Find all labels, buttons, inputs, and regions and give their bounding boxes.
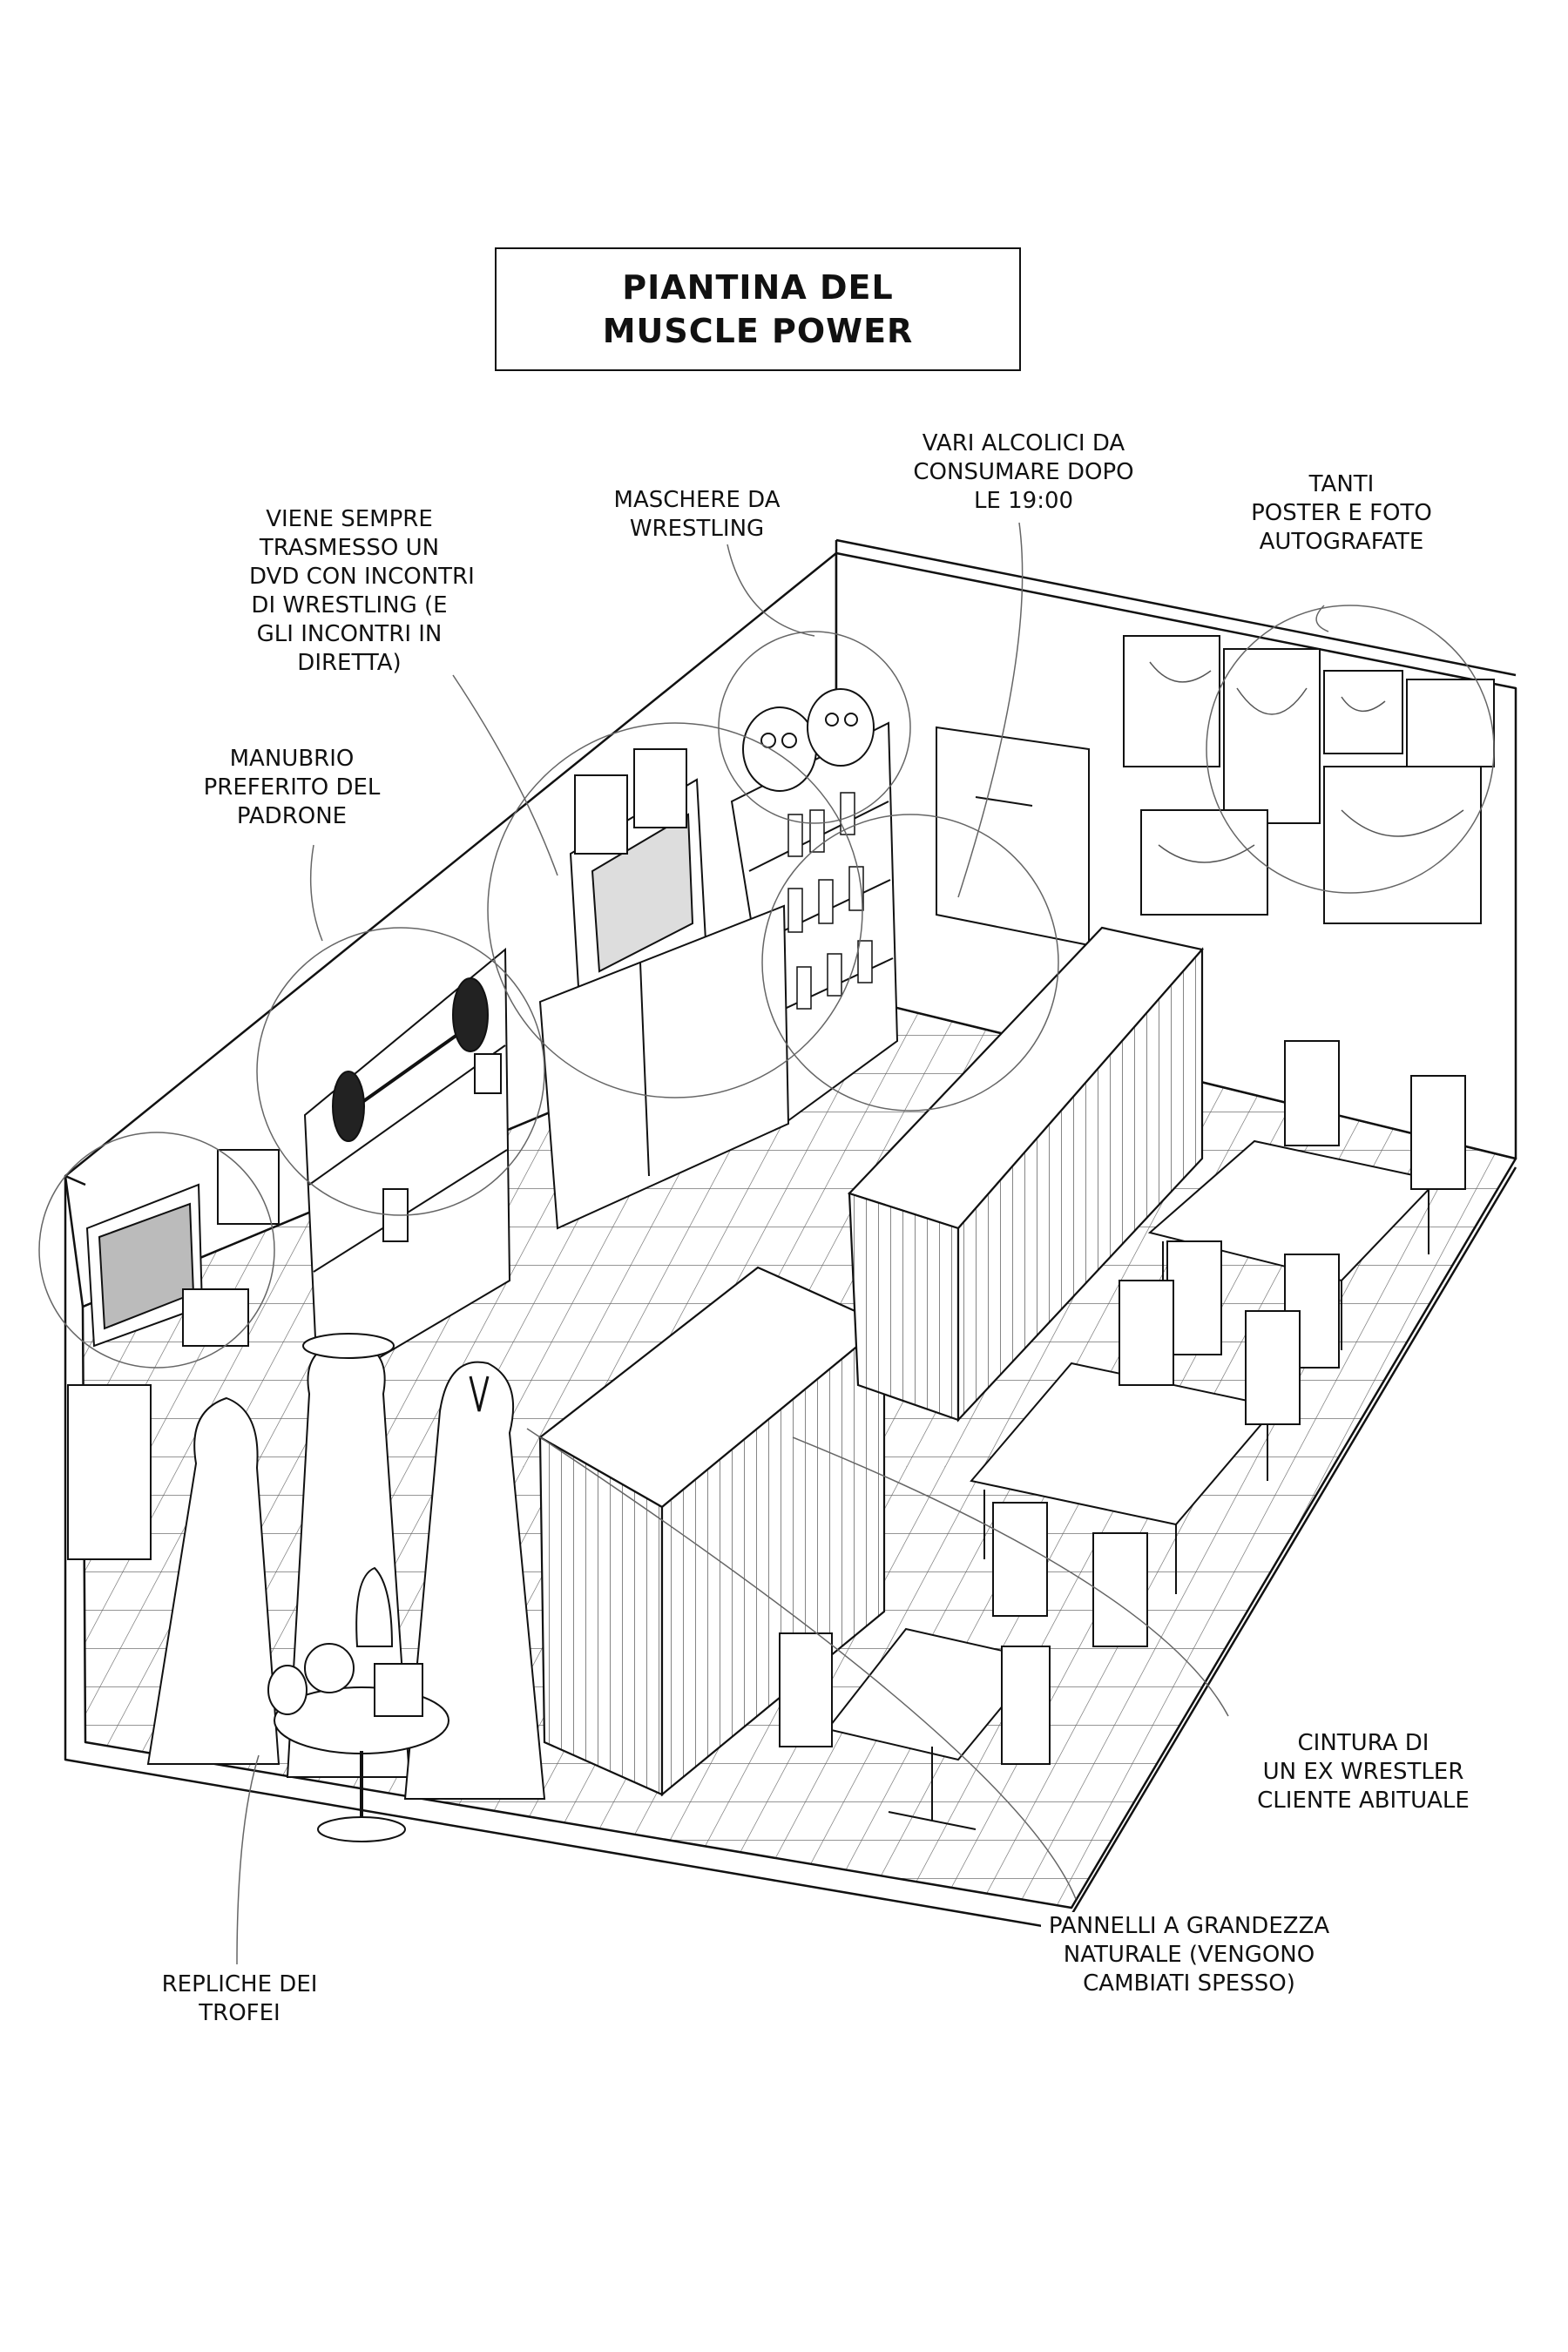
poster <box>1406 679 1495 767</box>
chairs <box>779 1040 1466 1765</box>
back-door <box>936 726 1090 947</box>
page-title-line-1: PIANTINA DEL <box>622 268 894 307</box>
page-title-box: PIANTINA DEL MUSCLE POWER <box>495 247 1021 371</box>
left-wall-decor <box>67 1149 280 1560</box>
callout-lines <box>38 522 1495 1965</box>
poster <box>1323 766 1482 924</box>
trophy-table <box>267 1566 449 1842</box>
back-bar-counter <box>847 926 1205 1423</box>
wrestling-masks <box>742 688 875 792</box>
callout-dvd: VIENE SEMPRE TRASMESSO UN DVD CON INCONT… <box>249 505 475 678</box>
poster <box>1123 635 1220 767</box>
wall-top-edge <box>64 1166 1517 1931</box>
callout-masks: MASCHERE DA WRESTLING <box>610 486 784 544</box>
callout-dumbbell: MANUBRIO PREFERITO DEL PADRONE <box>192 745 392 831</box>
poster <box>1323 670 1403 754</box>
callout-trophies: REPLICHE DEI TROFEI <box>148 1970 331 2028</box>
page-title-line-2: MUSCLE POWER <box>602 312 914 350</box>
poster-wall <box>1123 635 1495 924</box>
callout-alcohol: VARI ALCOLICI DA CONSUMARE DOPO LE 19:00 <box>906 429 1141 516</box>
tv-unit <box>538 748 790 1230</box>
callout-belt: CINTURA DI UN EX WRESTLER CLIENTE ABITUA… <box>1241 1729 1485 1815</box>
poster <box>1223 648 1321 824</box>
dining-area <box>779 1040 1466 1830</box>
callout-panels: PANNELLI A GRANDEZZA NATURALE (VENGONO C… <box>1041 1912 1337 1998</box>
callout-posters: TANTI POSTER E FOTO AUTOGRAFATE <box>1237 470 1446 557</box>
dumbbell-shelf <box>303 947 511 1396</box>
front-bar-counter <box>538 1266 887 1797</box>
